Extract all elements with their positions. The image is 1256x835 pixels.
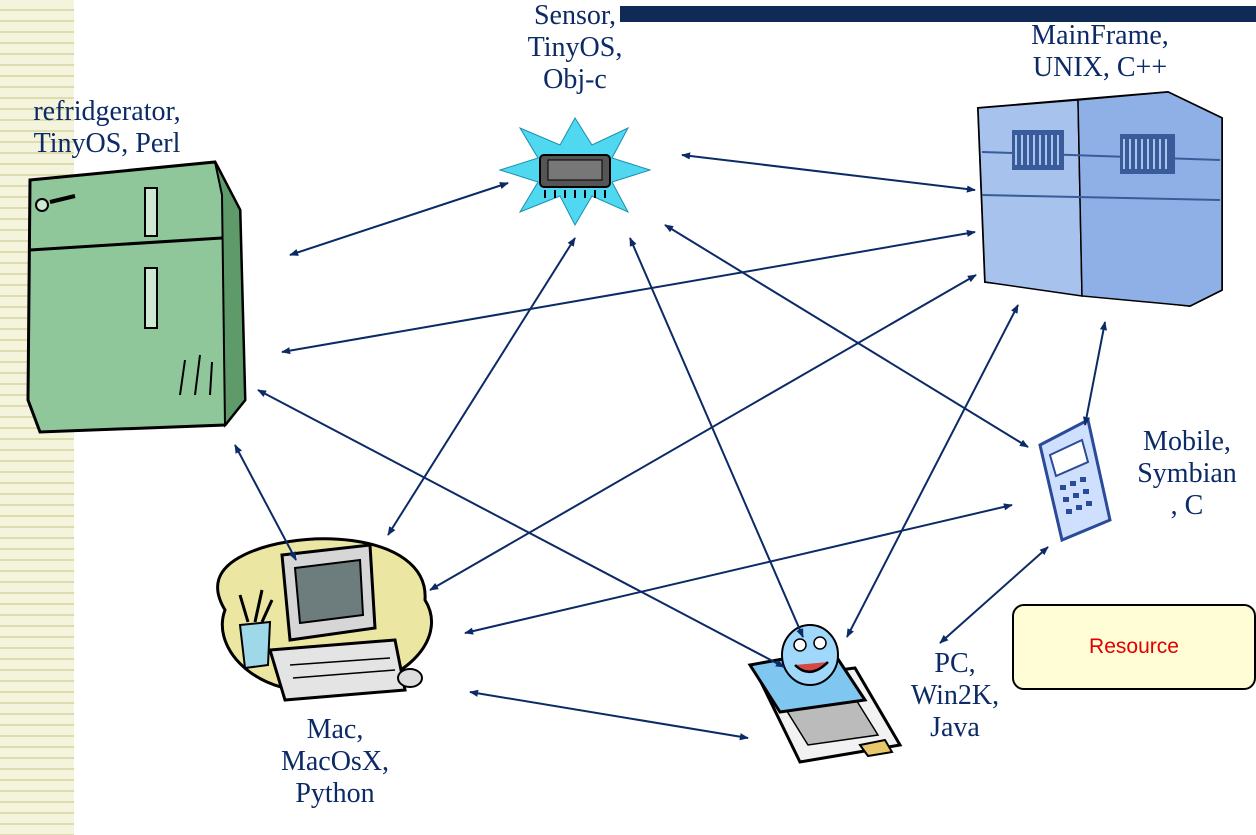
mac-computer-icon <box>216 537 433 702</box>
mainframe-label: MainFrame, UNIX, C++ <box>1000 20 1200 84</box>
sensor-label-line2: TinyOS, <box>527 32 623 63</box>
mac-label-line3: Python <box>295 778 375 809</box>
pc-label-line3: Java <box>930 712 980 743</box>
refrigerator-icon <box>26 160 247 434</box>
sensor-label-line1: Sensor, <box>533 0 617 31</box>
mobile-label-line3: , C <box>1170 490 1204 521</box>
mobile-phone-icon <box>1038 417 1112 543</box>
refrigerator-label: refridgerator, TinyOS, Perl <box>2 96 212 160</box>
sensor-label-line3: Obj-c <box>543 64 607 95</box>
refrigerator-label-line1: refridgerator, <box>33 96 181 127</box>
mac-label-line2: MacOsX, <box>280 746 390 777</box>
mobile-label-line2: Symbian <box>1137 458 1237 489</box>
sensor-label: Sensor, TinyOS, Obj-c <box>500 0 650 96</box>
mainframe-label-line2: UNIX, C++ <box>1032 52 1168 83</box>
pc-laptop-icon <box>747 624 903 764</box>
sensor-chip-icon <box>498 117 652 227</box>
mac-label: Mac, MacOsX, Python <box>260 714 410 810</box>
mobile-label-line1: Mobile, <box>1143 426 1231 457</box>
resource-box: Resource <box>1012 604 1256 690</box>
connection-arrows <box>234 152 1107 741</box>
pc-label-line2: Win2K, <box>910 680 1000 711</box>
mainframe-label-line1: MainFrame, <box>1031 20 1169 51</box>
top-banner-bar <box>620 6 1256 22</box>
pc-label-line1: PC, <box>934 648 976 679</box>
refrigerator-label-line2: TinyOS, Perl <box>33 128 181 159</box>
pc-label: PC, Win2K, Java <box>890 648 1020 744</box>
mobile-label: Mobile, Symbian , C <box>1118 426 1256 522</box>
mac-label-line1: Mac, <box>306 714 364 745</box>
resource-label: Resource <box>1089 635 1179 658</box>
mainframe-icon <box>976 90 1223 308</box>
